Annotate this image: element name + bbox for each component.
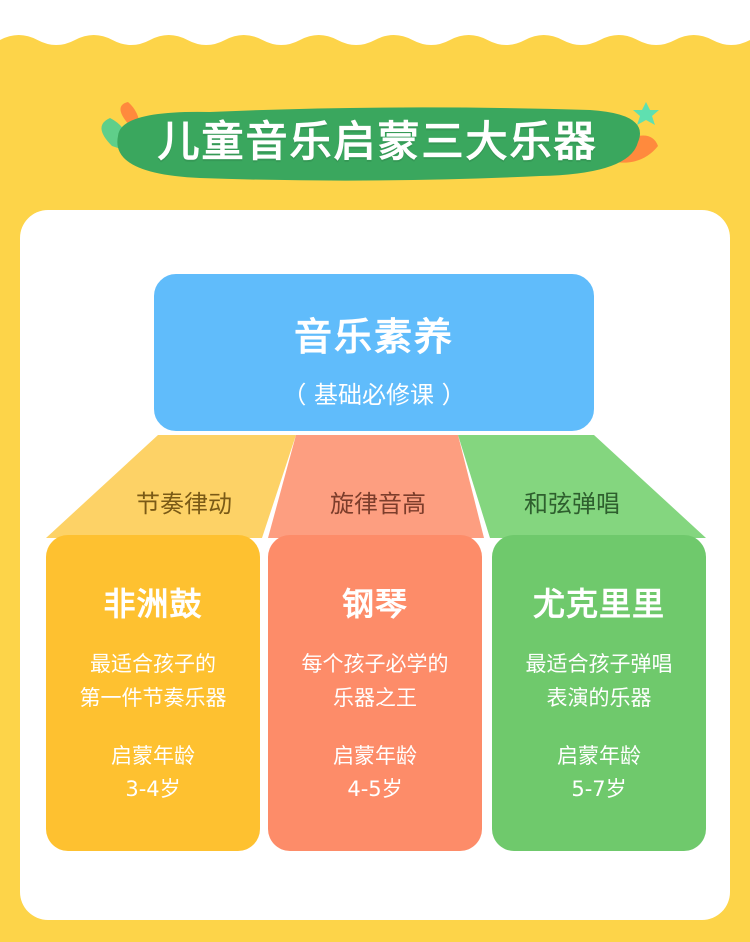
- instrument-card-piano: 钢琴 每个孩子必学的 乐器之王 启蒙年龄 4-5岁: [268, 535, 482, 851]
- instrument-name: 钢琴: [341, 585, 408, 623]
- instrument-description: 每个孩子必学的 乐器之王: [268, 647, 482, 715]
- instrument-card-ukulele: 尤克里里 最适合孩子弹唱 表演的乐器 启蒙年龄 5-7岁: [492, 535, 706, 851]
- category-label-rhythm: 节奏律动: [136, 490, 232, 518]
- description-line: 表演的乐器: [546, 686, 652, 710]
- category-label-melody: 旋律音高: [330, 490, 426, 518]
- connector-center: [268, 435, 484, 538]
- instrument-description: 最适合孩子弹唱 表演的乐器: [492, 647, 706, 715]
- connector-left: [46, 435, 296, 538]
- instrument-description: 最适合孩子的 第一件节奏乐器: [46, 647, 260, 715]
- banner-decoration: [101, 102, 659, 181]
- page-title: 儿童音乐启蒙三大乐器: [157, 117, 598, 166]
- connector-right: [458, 435, 706, 538]
- root-node: 音乐素养 （ 基础必修课 ）: [150, 270, 598, 435]
- wave-edge: [0, 35, 750, 70]
- age-value: 5-7岁: [571, 777, 627, 801]
- description-line: 每个孩子必学的: [301, 652, 449, 676]
- instrument-card-djembe: 非洲鼓 最适合孩子的 第一件节奏乐器 启蒙年龄 3-4岁: [46, 535, 260, 851]
- instrument-name: 尤克里里: [532, 585, 665, 623]
- age-value: 3-4岁: [125, 777, 181, 801]
- category-label-chords: 和弦弹唱: [524, 490, 620, 518]
- age-label: 启蒙年龄: [111, 744, 195, 768]
- age-value: 4-5岁: [347, 777, 403, 801]
- description-line: 乐器之王: [333, 686, 417, 710]
- description-line: 第一件节奏乐器: [79, 686, 227, 710]
- description-line: 最适合孩子的: [90, 652, 216, 676]
- root-subtitle: （ 基础必修课 ）: [282, 381, 466, 409]
- age-label: 启蒙年龄: [333, 744, 417, 768]
- root-title: 音乐素养: [293, 315, 454, 359]
- age-label: 启蒙年龄: [557, 744, 641, 768]
- instrument-name: 非洲鼓: [103, 585, 203, 623]
- title-banner: 儿童音乐启蒙三大乐器: [90, 96, 665, 188]
- description-line: 最适合孩子弹唱: [525, 652, 673, 676]
